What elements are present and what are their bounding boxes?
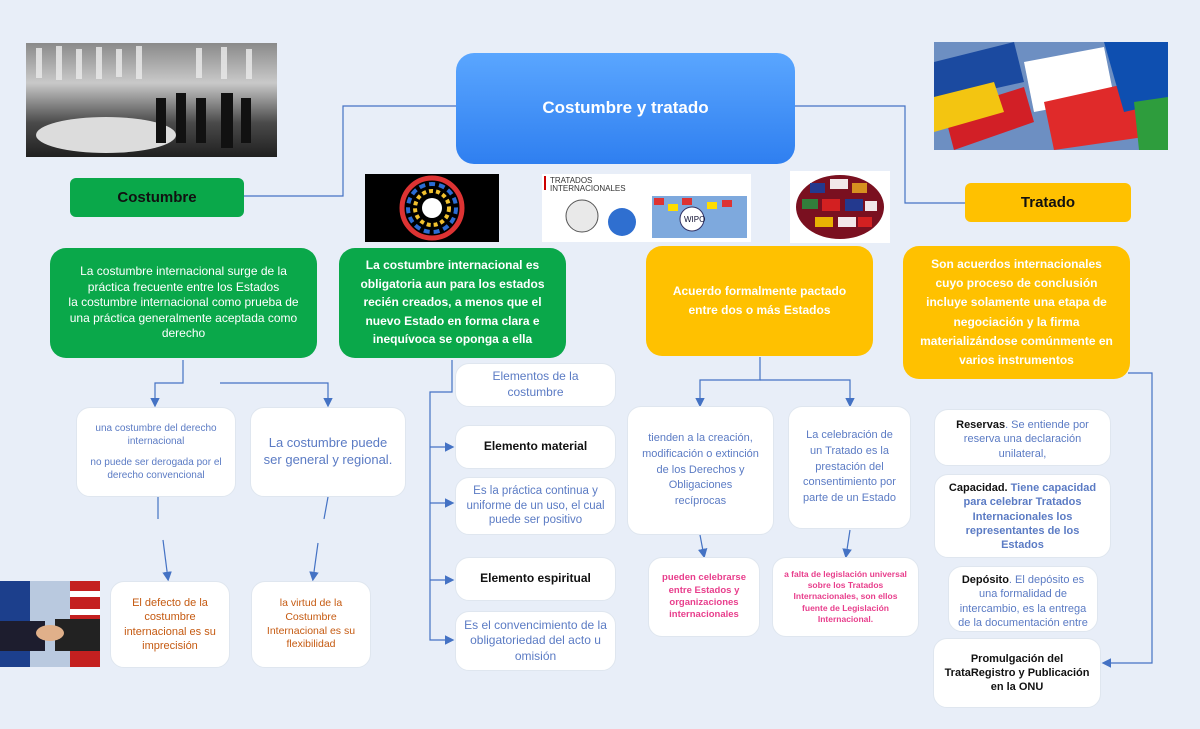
acuerdo-text: Acuerdo formalmente pactado entre dos o … <box>672 283 847 317</box>
son-acuerdos-card: Son acuerdos internacionales cuyo proces… <box>903 246 1130 379</box>
deposito-text: . El depósito es una formalidad de inter… <box>958 574 1088 629</box>
elementos-card: Elementos de la costumbre <box>455 363 616 407</box>
promulgacion-card: Promulgación del TrataRegistro y Publica… <box>933 638 1101 708</box>
globe-flags-photo-1 <box>365 174 499 242</box>
elemento-material-card: Elemento material <box>455 425 616 469</box>
practica-continua-text: Es la práctica continua y uniforme de un… <box>466 484 605 527</box>
tienden-card: tienden a la creación, modificación o ex… <box>627 406 774 535</box>
derecho-intl-text-1: una costumbre del derecho internacional <box>95 423 217 447</box>
elementos-text: Elementos de la costumbre <box>492 369 579 399</box>
costumbre-header-label: Costumbre <box>117 188 197 206</box>
costumbre-obligatoria-card: La costumbre internacional es obligatori… <box>339 248 566 358</box>
practica-continua-card: Es la práctica continua y uniforme de un… <box>455 477 616 535</box>
capacidad-label: Capacidad. <box>948 482 1008 494</box>
globe-flags-photo-2 <box>790 171 890 243</box>
falta-text: a falta de legislación universal sobre l… <box>784 569 907 624</box>
logo-line2: INTERNACIONALES <box>550 184 626 193</box>
tienden-text: tienden a la creación, modificación o ex… <box>642 431 759 508</box>
logo-line1: TRATADOS <box>550 176 592 185</box>
pueden-card: pueden celebrarse entre Estados y organi… <box>648 557 760 637</box>
deposito-card: Depósito. El depósito es una formalidad … <box>948 566 1098 632</box>
general-regional-card: La costumbre puede ser general y regiona… <box>250 407 406 497</box>
reservas-card: Reservas. Se entiende por reserva una de… <box>934 409 1111 466</box>
convencimiento-text: Es el convencimiento de la obligatorieda… <box>464 617 607 663</box>
promulgacion-text: Promulgación del TrataRegistro y Publica… <box>944 652 1090 694</box>
virtud-text: la virtud de la Costumbre Internacional … <box>266 597 356 651</box>
son-acuerdos-text: Son acuerdos internacionales cuyo proces… <box>920 256 1113 367</box>
defecto-text: El defecto de la costumbre internacional… <box>124 596 216 652</box>
convencimiento-card: Es el convencimiento de la obligatorieda… <box>455 611 616 671</box>
derecho-internacional-card: una costumbre del derecho internacional … <box>76 407 236 497</box>
celebracion-text: La celebración de un Tratado es la prest… <box>803 428 896 505</box>
un-signing-photo <box>26 43 277 157</box>
costumbre-definition-text: La costumbre internacional surge de la p… <box>68 264 299 341</box>
celebracion-card: La celebración de un Tratado es la prest… <box>788 406 911 529</box>
wipo-text: WIPO <box>684 215 705 224</box>
costumbre-header: Costumbre <box>70 178 244 217</box>
handshake-photo <box>0 581 100 667</box>
capacidad-card: Capacidad. Tiene capacidad para celebrar… <box>934 474 1111 558</box>
general-regional-text: La costumbre puede ser general y regiona… <box>263 435 393 467</box>
elemento-material-text: Elemento material <box>483 439 588 454</box>
falta-card: a falta de legislación universal sobre l… <box>772 557 919 637</box>
acuerdo-card: Acuerdo formalmente pactado entre dos o … <box>646 246 873 356</box>
costumbre-obligatoria-text: La costumbre internacional es obligatori… <box>360 258 545 347</box>
costumbre-definition-card: La costumbre internacional surge de la p… <box>50 248 317 358</box>
reservas-text: . Se entiende por reserva una declaració… <box>963 419 1089 460</box>
derecho-intl-text-2: no puede ser derogada por el derecho con… <box>90 457 222 481</box>
pueden-text: pueden celebrarse entre Estados y organi… <box>662 572 746 621</box>
flags-photo <box>934 42 1168 150</box>
elemento-espiritual-card: Elemento espiritual <box>455 557 616 601</box>
tratado-header-label: Tratado <box>1020 193 1076 211</box>
main-title: Costumbre y tratado <box>542 98 709 118</box>
main-title-box: Costumbre y tratado <box>456 53 795 164</box>
virtud-card: la virtud de la Costumbre Internacional … <box>251 581 371 668</box>
capacidad-text: Tiene capacidad para celebrar Tratados I… <box>963 482 1097 552</box>
tratados-internacionales-logo: TRATADOS INTERNACIONALES WIPO <box>542 174 751 242</box>
defecto-card: El defecto de la costumbre internacional… <box>110 581 230 668</box>
tratado-header: Tratado <box>965 183 1131 222</box>
elemento-espiritual-text: Elemento espiritual <box>480 571 591 586</box>
deposito-label: Depósito <box>961 574 1009 586</box>
reservas-label: Reservas <box>956 419 1006 431</box>
